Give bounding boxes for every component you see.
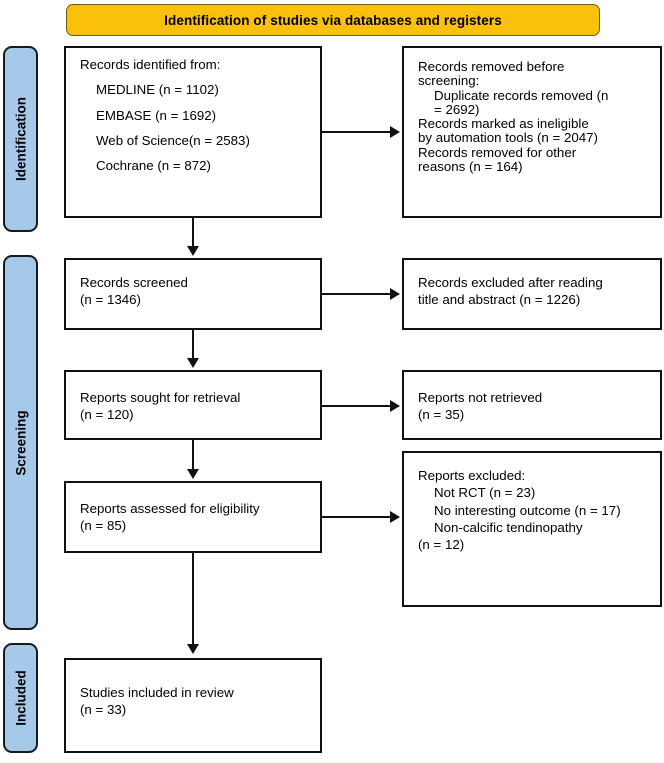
box-studies-included: Studies included in review (n = 33) — [64, 658, 322, 753]
reports-not-retrieved-line-0: Reports not retrieved — [418, 390, 543, 405]
box-records-identified: Records identified from: MEDLINE (n = 11… — [64, 46, 322, 218]
records-identified-line-4: Cochrane (n = 872) — [96, 158, 211, 174]
records-removed-line-4: Records marked as ineligible — [418, 116, 589, 132]
records-excluded-line-1: title and abstract (n = 1226) — [418, 292, 581, 308]
connector-screened-to-sought — [192, 330, 194, 360]
box-reports-excluded: Reports excluded: Not RCT (n = 23) No in… — [402, 451, 662, 607]
box-records-excluded: Records excluded after reading title and… — [402, 258, 662, 330]
reports-sought-line-0: Reports sought for retrieval — [80, 390, 241, 405]
arrowhead-assessed-to-included — [187, 644, 199, 654]
studies-included-line-0: Studies included in review — [80, 685, 234, 700]
connector-sought-to-assessed — [192, 440, 194, 471]
reports-excluded-line-1: Not RCT (n = 23) — [434, 485, 536, 501]
box-reports-assessed: Reports assessed for eligibility (n = 85… — [64, 481, 322, 553]
diagram-banner-title: Identification of studies via databases … — [66, 4, 600, 36]
connector-identified-to-screened — [192, 218, 194, 248]
reports-excluded-line-4: (n = 12) — [418, 537, 465, 553]
records-excluded-line-0: Records excluded after reading — [418, 275, 603, 290]
records-screened-line-1: (n = 1346) — [80, 292, 141, 308]
connector-assessed-to-included — [192, 553, 194, 646]
records-screened-line-0: Records screened — [80, 275, 188, 290]
arrowhead-sought-to-assessed — [187, 469, 199, 479]
stage-sidebar-screening: Screening — [3, 255, 38, 630]
connector-assessed-to-excluded — [322, 516, 392, 518]
reports-excluded-line-2: No interesting outcome (n = 17) — [434, 502, 621, 518]
records-identified-line-1: MEDLINE (n = 1102) — [96, 82, 219, 98]
records-removed-line-6: Records removed for other — [418, 144, 577, 160]
reports-assessed-line-1: (n = 85) — [80, 518, 127, 534]
arrowhead-screened-to-excluded — [390, 288, 400, 300]
records-identified-line-2: EMBASE (n = 1692) — [96, 107, 217, 123]
records-removed-line-3: = 2692) — [434, 101, 480, 117]
arrowhead-identified-to-screened — [187, 246, 199, 256]
stage-sidebar-included: Included — [3, 643, 38, 753]
reports-excluded-line-0: Reports excluded: — [418, 468, 526, 483]
connector-identified-to-removed — [322, 131, 392, 133]
records-removed-line-1: screening: — [418, 73, 480, 89]
connector-sought-to-not-retrieved — [322, 405, 392, 407]
records-identified-line-3: Web of Science(n = 2583) — [96, 132, 250, 148]
stage-label-included: Included — [13, 670, 28, 726]
box-reports-not-retrieved: Reports not retrieved (n = 35) — [402, 370, 662, 440]
arrowhead-assessed-to-excluded — [390, 511, 400, 523]
stage-label-identification: Identification — [13, 97, 28, 181]
box-reports-sought: Reports sought for retrieval (n = 120) — [64, 370, 322, 440]
arrowhead-identified-to-removed — [390, 126, 400, 138]
stage-sidebar-identification: Identification — [3, 46, 38, 232]
records-removed-line-0: Records removed before — [418, 59, 565, 74]
records-removed-line-5: by automation tools (n = 2047) — [418, 130, 598, 146]
reports-not-retrieved-line-1: (n = 35) — [418, 407, 465, 423]
records-removed-line-2: Duplicate records removed (n — [434, 87, 609, 103]
box-records-screened: Records screened (n = 1346) — [64, 258, 322, 330]
box-records-removed: Records removed before screening: Duplic… — [402, 46, 662, 218]
reports-sought-line-1: (n = 120) — [80, 407, 134, 423]
arrowhead-sought-to-not-retrieved — [390, 400, 400, 412]
arrowhead-screened-to-sought — [187, 358, 199, 368]
records-identified-line-0: Records identified from: — [80, 57, 221, 72]
studies-included-line-1: (n = 33) — [80, 702, 127, 718]
reports-excluded-line-3: Non-calcific tendinopathy — [434, 519, 583, 535]
reports-assessed-line-0: Reports assessed for eligibility — [80, 501, 260, 516]
connector-screened-to-excluded — [322, 293, 392, 295]
records-removed-line-7: reasons (n = 164) — [418, 159, 523, 175]
stage-label-screening: Screening — [13, 409, 28, 476]
